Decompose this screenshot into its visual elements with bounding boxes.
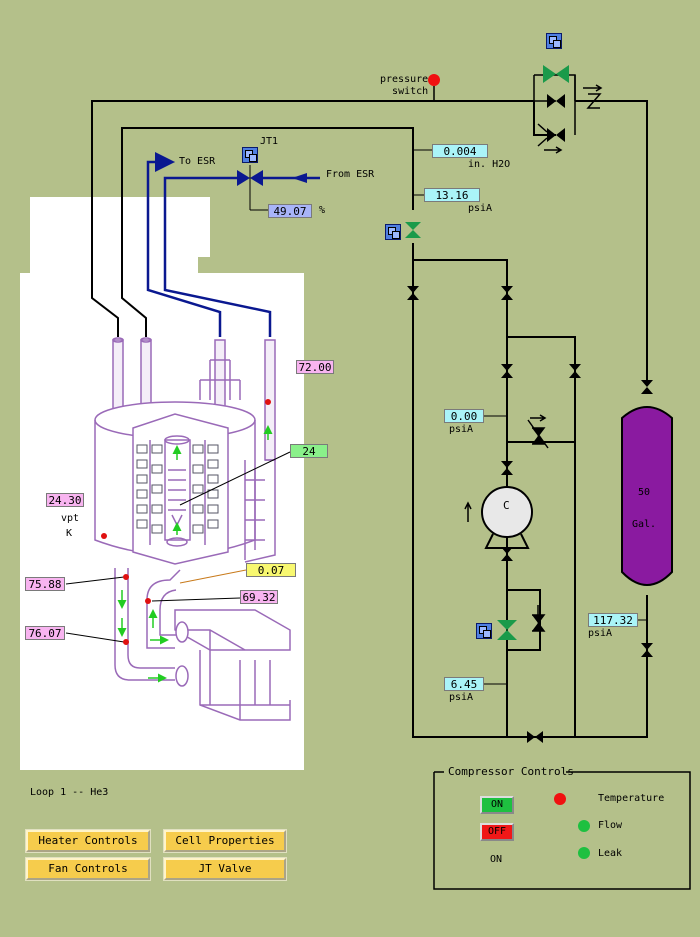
pressure-switch-indicator [428,74,440,86]
leak-indicator [578,847,590,859]
jt-percent-readout: 49.07 [268,204,312,218]
jt-percent-unit: % [319,205,326,216]
p-top-unit: psiA [468,203,493,214]
p-comp-in-unit: psiA [449,424,474,435]
compressor-status: ON [490,854,503,865]
flow-label: Flow [598,820,623,831]
heater-controls-button[interactable]: Heater Controls [26,830,150,852]
pressure-switch-line2: switch [392,86,429,97]
p-tank-unit: psiA [588,628,613,639]
storage-tank [621,406,673,586]
compressor-off-button[interactable]: OFF [480,823,514,841]
t-top-readout: 72.00 [296,360,334,374]
flow-indicator [578,820,590,832]
valves [407,94,653,743]
inlet-valve-control-icon[interactable] [385,224,401,240]
compressor [481,486,533,549]
bypass-valve-control-icon[interactable] [546,33,562,49]
jt1-label: JT1 [260,136,279,147]
esr-lines [146,152,320,337]
outlet-valve-control-icon[interactable] [476,623,492,639]
to-esr-label: To ESR [179,156,216,167]
jt1-valve-control-icon[interactable] [242,147,258,163]
temperature-label: Temperature [598,793,665,804]
green-valves [405,65,569,640]
flow-readout: 0.07 [246,563,296,577]
compressor-controls-frame [433,771,691,890]
t-c-readout: 76.07 [25,626,65,640]
pressure-switch-label: pressure switch [380,74,428,98]
p-comp-in-readout: 0.00 [444,409,484,423]
fan-controls-button[interactable]: Fan Controls [26,858,150,880]
p-comp-out-readout: 6.45 [444,677,484,691]
dp-unit: in. H2O [468,159,511,170]
compressor-label: C [503,499,510,512]
tank-volume: 50 [638,487,651,498]
temperature-indicator [554,793,566,805]
jt-valve-button[interactable]: JT Valve [164,858,286,880]
p-top-readout: 13.16 [424,188,480,202]
compressor-controls-title: Compressor Controls [448,765,574,778]
t-a-readout: 75.88 [25,577,65,591]
tank-unit: Gal. [632,519,657,530]
from-esr-label: From ESR [326,169,375,180]
cell-properties-button[interactable]: Cell Properties [164,830,286,852]
p-tank-readout: 117.32 [588,613,638,627]
loop-title: Loop 1 -- He3 [30,787,109,798]
t-vpt-readout: 24.30 [46,493,84,507]
vpt-label: vpt [61,513,80,524]
pressure-switch-line1: pressure [380,74,429,85]
dp-readout: 0.004 [432,144,488,158]
jt1-valve [237,165,268,211]
kelvin-label: K [66,528,73,539]
compressor-on-button[interactable]: ON [480,796,514,814]
leak-label: Leak [598,848,623,859]
t-b-readout: 69.32 [240,590,278,604]
p-comp-out-unit: psiA [449,692,474,703]
t-cell-readout: 24 [290,444,328,458]
